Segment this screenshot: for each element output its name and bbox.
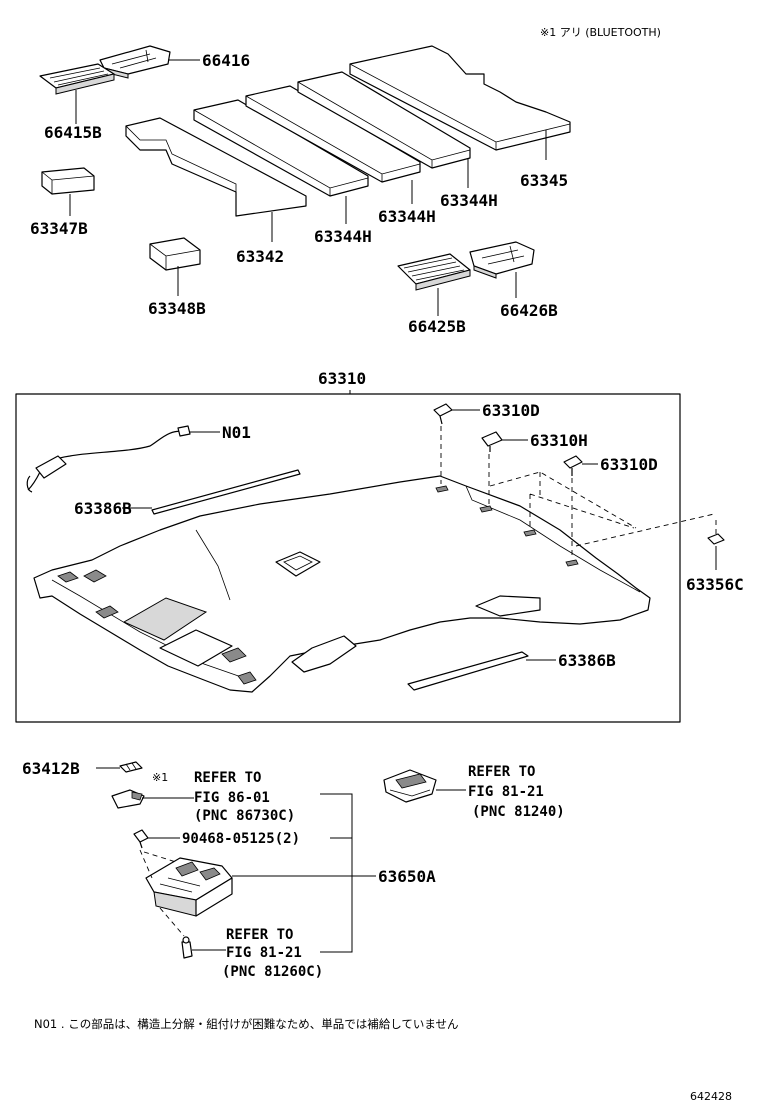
part-63310D-clip-a[interactable] <box>433 403 453 425</box>
part-N01-harness[interactable] <box>26 425 191 493</box>
ref-bracket <box>320 793 353 953</box>
ref3-line1[interactable]: REFER TO <box>226 927 293 943</box>
part-63412B-clip[interactable] <box>119 761 143 773</box>
headliner-frame <box>15 393 681 723</box>
part-63344H-pad-1[interactable] <box>193 99 369 197</box>
label-66426B[interactable]: 66426B <box>500 301 558 320</box>
ref2-line3[interactable]: (PNC 81240) <box>472 804 565 820</box>
label-63344H-1[interactable]: 63344H <box>314 227 372 246</box>
label-63310D-a[interactable]: 63310D <box>482 401 540 420</box>
label-63344H-3[interactable]: 63344H <box>440 191 498 210</box>
label-63344H-2[interactable]: 63344H <box>378 207 436 226</box>
part-63310D-clip-b[interactable] <box>563 455 583 476</box>
ref1-line2[interactable]: FIG 86-01 <box>194 790 270 806</box>
dash-bulb <box>159 907 185 937</box>
ref2-line2[interactable]: FIG 81-21 <box>468 784 544 800</box>
part-63310-headliner[interactable] <box>33 475 651 693</box>
ref3-line2[interactable]: FIG 81-21 <box>226 945 302 961</box>
label-66425B[interactable]: 66425B <box>408 317 466 336</box>
label-63342[interactable]: 63342 <box>236 247 284 266</box>
label-63310D-b[interactable]: 63310D <box>600 455 658 474</box>
label-63386B-lower[interactable]: 63386B <box>558 651 616 670</box>
ref2-line1[interactable]: REFER TO <box>468 764 535 780</box>
part-63348B-block[interactable] <box>149 237 201 271</box>
label-63412B[interactable]: 63412B <box>22 759 80 778</box>
ref1-mark: ※1 <box>152 771 168 784</box>
part-66426B-clip[interactable] <box>469 241 535 279</box>
label-63345[interactable]: 63345 <box>520 171 568 190</box>
ref3-line3[interactable]: (PNC 81260C) <box>222 964 323 980</box>
part-63347B-block[interactable] <box>41 167 95 195</box>
part-63344H-pad-3[interactable] <box>297 71 471 169</box>
part-bulb[interactable] <box>181 936 193 959</box>
ref1-line3[interactable]: (PNC 86730C) <box>194 808 295 824</box>
part-63386B-strip-upper[interactable] <box>151 469 301 515</box>
ref1-line1[interactable]: REFER TO <box>194 770 261 786</box>
label-N01[interactable]: N01 <box>222 423 251 442</box>
label-63347B[interactable]: 63347B <box>30 219 88 238</box>
label-63356C[interactable]: 63356C <box>686 575 744 594</box>
label-63310[interactable]: 63310 <box>318 369 366 388</box>
part-63356C-clip[interactable] <box>707 533 725 545</box>
part-90468-05125-clip[interactable] <box>133 829 149 849</box>
figure-id: 642428 <box>690 1090 732 1103</box>
label-63310H[interactable]: 63310H <box>530 431 588 450</box>
part-66425B-grille[interactable] <box>397 253 471 291</box>
dash-90468 <box>139 849 177 879</box>
part-63342-pad[interactable] <box>125 117 307 217</box>
footnote-N01: N01 . この部品は、構造上分解・組付けが困難なため、単品では補給していません <box>34 1017 459 1031</box>
part-room-lamp[interactable] <box>383 769 437 803</box>
dash-reference-lines <box>489 471 715 547</box>
label-63348B[interactable]: 63348B <box>148 299 206 318</box>
label-66415B[interactable]: 66415B <box>44 123 102 142</box>
label-63386B-upper[interactable]: 63386B <box>74 499 132 518</box>
part-66415B-grille[interactable] <box>39 63 115 95</box>
bluetooth-note: ※1 アリ (BLUETOOTH) <box>540 26 661 39</box>
part-63310H-clip[interactable] <box>481 431 503 452</box>
part-63345-pad[interactable] <box>349 45 571 151</box>
part-microphone[interactable] <box>111 789 145 809</box>
part-63650A-map-lamp[interactable] <box>145 857 233 917</box>
part-63344H-pad-2[interactable] <box>245 85 421 183</box>
label-90468-05125[interactable]: 90468-05125(2) <box>182 831 300 847</box>
label-66416[interactable]: 66416 <box>202 51 250 70</box>
part-63386B-strip-lower[interactable] <box>407 651 529 691</box>
label-63650A[interactable]: 63650A <box>378 867 436 886</box>
